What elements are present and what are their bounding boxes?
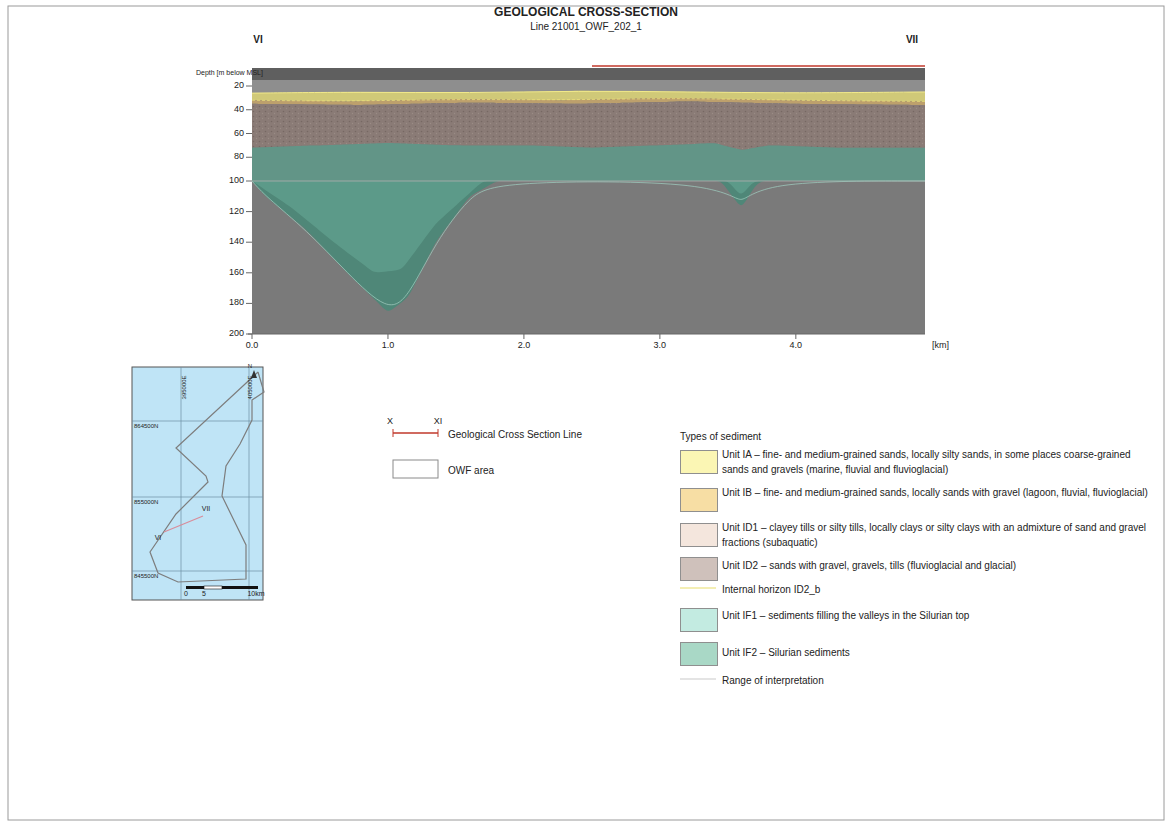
map-point: VII	[202, 505, 211, 513]
page-frame	[8, 6, 1164, 820]
axis-title: Depth [m below MSL]	[196, 69, 266, 77]
subtitle: Line 21001_OWF_202_1	[530, 21, 642, 33]
owf-area-sample	[393, 460, 438, 478]
legend-text: Unit IF2 – Silurian sediments	[722, 645, 1154, 660]
location-map	[132, 367, 264, 600]
legend-swatch	[680, 450, 718, 474]
distance-tick: 4.0	[790, 340, 803, 350]
map-coordinate: 845500N	[134, 573, 158, 580]
map-coordinate: 864500N	[134, 423, 158, 430]
legend-swatch	[680, 488, 718, 512]
distance-tick: 1.0	[382, 340, 395, 350]
depth-tick: 20	[234, 80, 244, 90]
map-coordinate: 395000E	[181, 375, 188, 399]
legend-text: Range of interpretation	[722, 673, 1154, 688]
title: GEOLOGICAL CROSS-SECTION	[494, 6, 678, 20]
legend-swatch	[680, 642, 718, 666]
legend-text: Unit IF1 – sediments filling the valleys…	[722, 608, 1154, 623]
legend-text: Unit ID2 – sands with gravel, gravels, t…	[722, 558, 1154, 573]
map-coordinate: 405000E	[247, 375, 254, 399]
legend-symbol: XI	[434, 416, 443, 426]
legend-text: Internal horizon ID2_b	[722, 582, 1154, 597]
legend-swatch	[680, 523, 718, 547]
legend-text: OWF area	[448, 463, 648, 478]
section-line-sample	[393, 432, 438, 433]
depth-tick: 40	[234, 104, 244, 114]
legend-swatch	[680, 557, 718, 581]
legend-line-sample	[680, 587, 716, 588]
depth-tick: 160	[229, 267, 244, 277]
distance-tick: 3.0	[654, 340, 667, 350]
legend-text: Unit IA – fine- and medium-grained sands…	[722, 447, 1154, 477]
legend-heading: Types of sediment	[680, 431, 761, 443]
legend-swatch	[680, 608, 718, 632]
north-arrow: N	[248, 363, 252, 370]
depth-tick: 140	[229, 236, 244, 246]
depth-tick: 120	[229, 206, 244, 216]
depth-tick: 180	[229, 297, 244, 307]
scale-value: 0	[184, 590, 188, 598]
scale-value: 5	[202, 590, 206, 598]
axis-unit: [km]	[932, 340, 949, 350]
depth-tick: 100	[229, 175, 244, 185]
cross-section	[246, 66, 925, 339]
depth-tick: 60	[234, 128, 244, 138]
legend-text: Unit IB – fine- and medium-grained sands…	[722, 485, 1154, 500]
distance-tick: 0.0	[246, 340, 259, 350]
depth-tick: 80	[234, 151, 244, 161]
legend-symbol: X	[387, 416, 393, 426]
section-end: VI	[253, 34, 262, 46]
map-point: VI	[155, 534, 162, 542]
depth-tick: 200	[229, 328, 244, 338]
section-end: VII	[906, 34, 918, 46]
distance-tick: 2.0	[518, 340, 531, 350]
legend-line-sample	[680, 678, 716, 679]
owf-outline	[150, 372, 264, 582]
scale-value: 10km	[247, 590, 264, 598]
section-ground	[252, 68, 925, 334]
legend-text: Geological Cross Section Line	[448, 427, 648, 442]
legend-text: Unit ID1 – clayey tills or silty tills, …	[722, 520, 1154, 550]
map-coordinate: 855000N	[134, 499, 158, 506]
